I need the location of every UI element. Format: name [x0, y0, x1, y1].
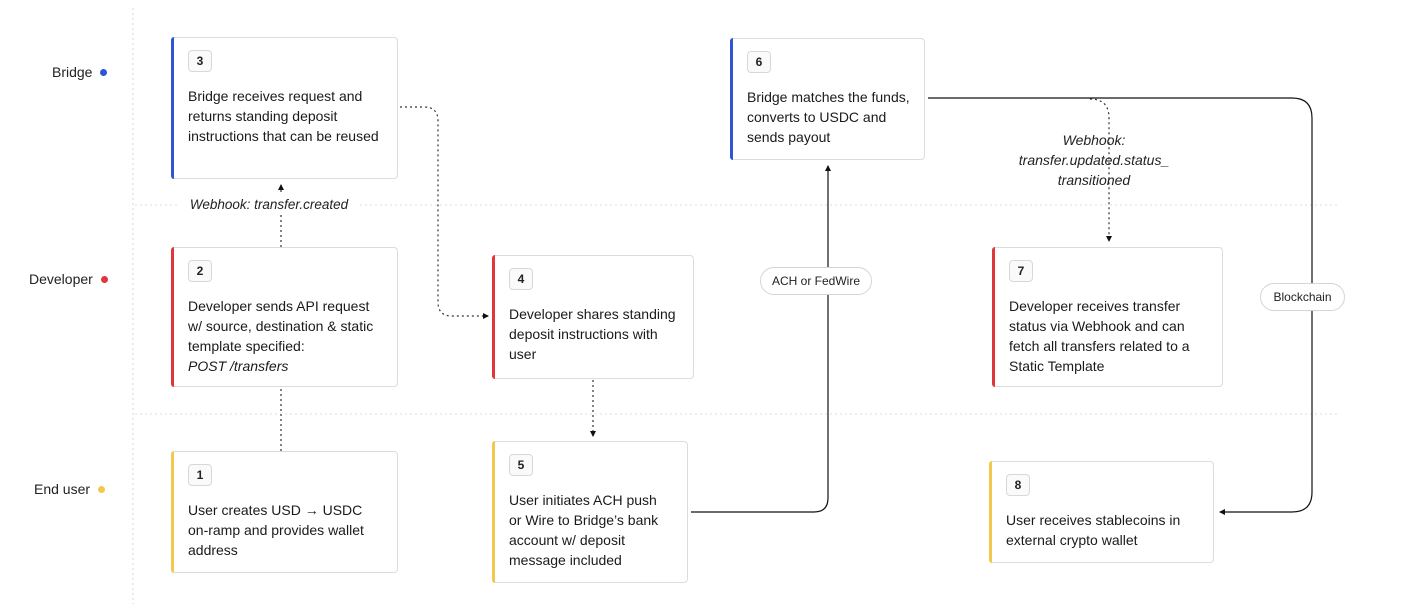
- step-number: 3: [188, 50, 212, 72]
- lane-label-end-user: End user: [34, 481, 106, 497]
- card-accent: [171, 37, 174, 179]
- lane-label-bridge: Bridge: [52, 64, 108, 80]
- webhook-created-label: Webhook: transfer.created: [179, 195, 359, 215]
- card-accent: [730, 38, 733, 160]
- step-card-4: 4 Developer shares standing deposit inst…: [492, 255, 694, 379]
- card-accent: [989, 461, 992, 563]
- connector-3-to-4: [400, 106, 489, 319]
- step-number: 4: [509, 268, 533, 290]
- step-text-main: Developer sends API request w/ source, d…: [188, 298, 374, 354]
- lane-dot: [100, 275, 108, 283]
- card-accent: [171, 451, 174, 573]
- lane-dot: [98, 485, 106, 493]
- card-accent: [492, 255, 495, 379]
- step-card-6: 6 Bridge matches the funds, converts to …: [730, 38, 925, 160]
- step-number: 8: [1006, 474, 1030, 496]
- step-text: User initiates ACH push or Wire to Bridg…: [509, 492, 659, 568]
- card-accent: [992, 247, 995, 387]
- card-accent: [171, 247, 174, 387]
- step-text: Developer receives transfer status via W…: [1009, 298, 1190, 374]
- step-text: User creates USD → USDC on-ramp and prov…: [188, 502, 364, 558]
- lane-label-text: Developer: [29, 271, 93, 287]
- lane-label-text: Bridge: [52, 64, 93, 80]
- step-number: 1: [188, 464, 212, 486]
- step-text: User receives stablecoins in external cr…: [1006, 512, 1181, 548]
- step-number: 7: [1009, 260, 1033, 282]
- ach-fedwire-badge: ACH or FedWire: [760, 267, 872, 295]
- connector-5-to-6: [691, 165, 831, 513]
- card-accent: [492, 441, 495, 583]
- step-card-2: 2 Developer sends API request w/ source,…: [171, 247, 398, 387]
- lane-dot: [100, 68, 108, 76]
- blockchain-badge: Blockchain: [1260, 283, 1345, 311]
- step-card-3: 3 Bridge receives request and returns st…: [171, 37, 398, 179]
- step-number: 2: [188, 260, 212, 282]
- lane-label-developer: Developer: [29, 271, 108, 287]
- step-text: Bridge matches the funds, converts to US…: [747, 89, 910, 145]
- step-text: Bridge receives request and returns stan…: [188, 88, 379, 144]
- step-text: Developer shares standing deposit instru…: [509, 306, 676, 362]
- step-card-5: 5 User initiates ACH push or Wire to Bri…: [492, 441, 688, 583]
- step-card-1: 1 User creates USD → USDC on-ramp and pr…: [171, 451, 398, 573]
- step-number: 6: [747, 51, 771, 73]
- step-card-7: 7 Developer receives transfer status via…: [992, 247, 1223, 387]
- api-endpoint: POST /transfers: [188, 358, 289, 374]
- step-number: 5: [509, 454, 533, 476]
- step-text: Developer sends API request w/ source, d…: [188, 296, 383, 376]
- step-card-8: 8 User receives stablecoins in external …: [989, 461, 1214, 563]
- lane-label-text: End user: [34, 481, 91, 497]
- webhook-updated-label: Webhook: transfer.updated.status_ transi…: [1018, 132, 1170, 188]
- connector-6-to-7: [1089, 98, 1112, 242]
